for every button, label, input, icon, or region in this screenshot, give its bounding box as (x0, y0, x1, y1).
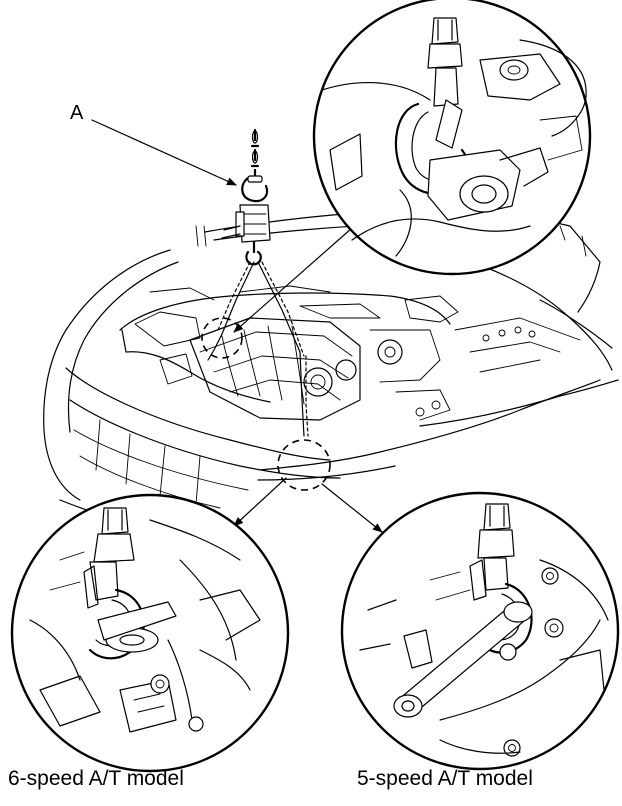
focus-circle-front (277, 439, 331, 491)
caption-5-speed: 5-speed A/T model (357, 767, 533, 790)
detail-circle-6-speed (10, 493, 290, 773)
callout-label-a: A (70, 102, 84, 124)
chain-hoist (207, 128, 309, 437)
detail-circle-5-speed (340, 491, 620, 771)
engine-bay (119, 285, 459, 421)
detail-circle-rear-bracket (312, 0, 592, 276)
focus-circle-rear (201, 317, 243, 359)
callout-arrows (91, 119, 383, 533)
vehicle-body (43, 209, 619, 549)
caption-6-speed: 6-speed A/T model (8, 767, 184, 790)
